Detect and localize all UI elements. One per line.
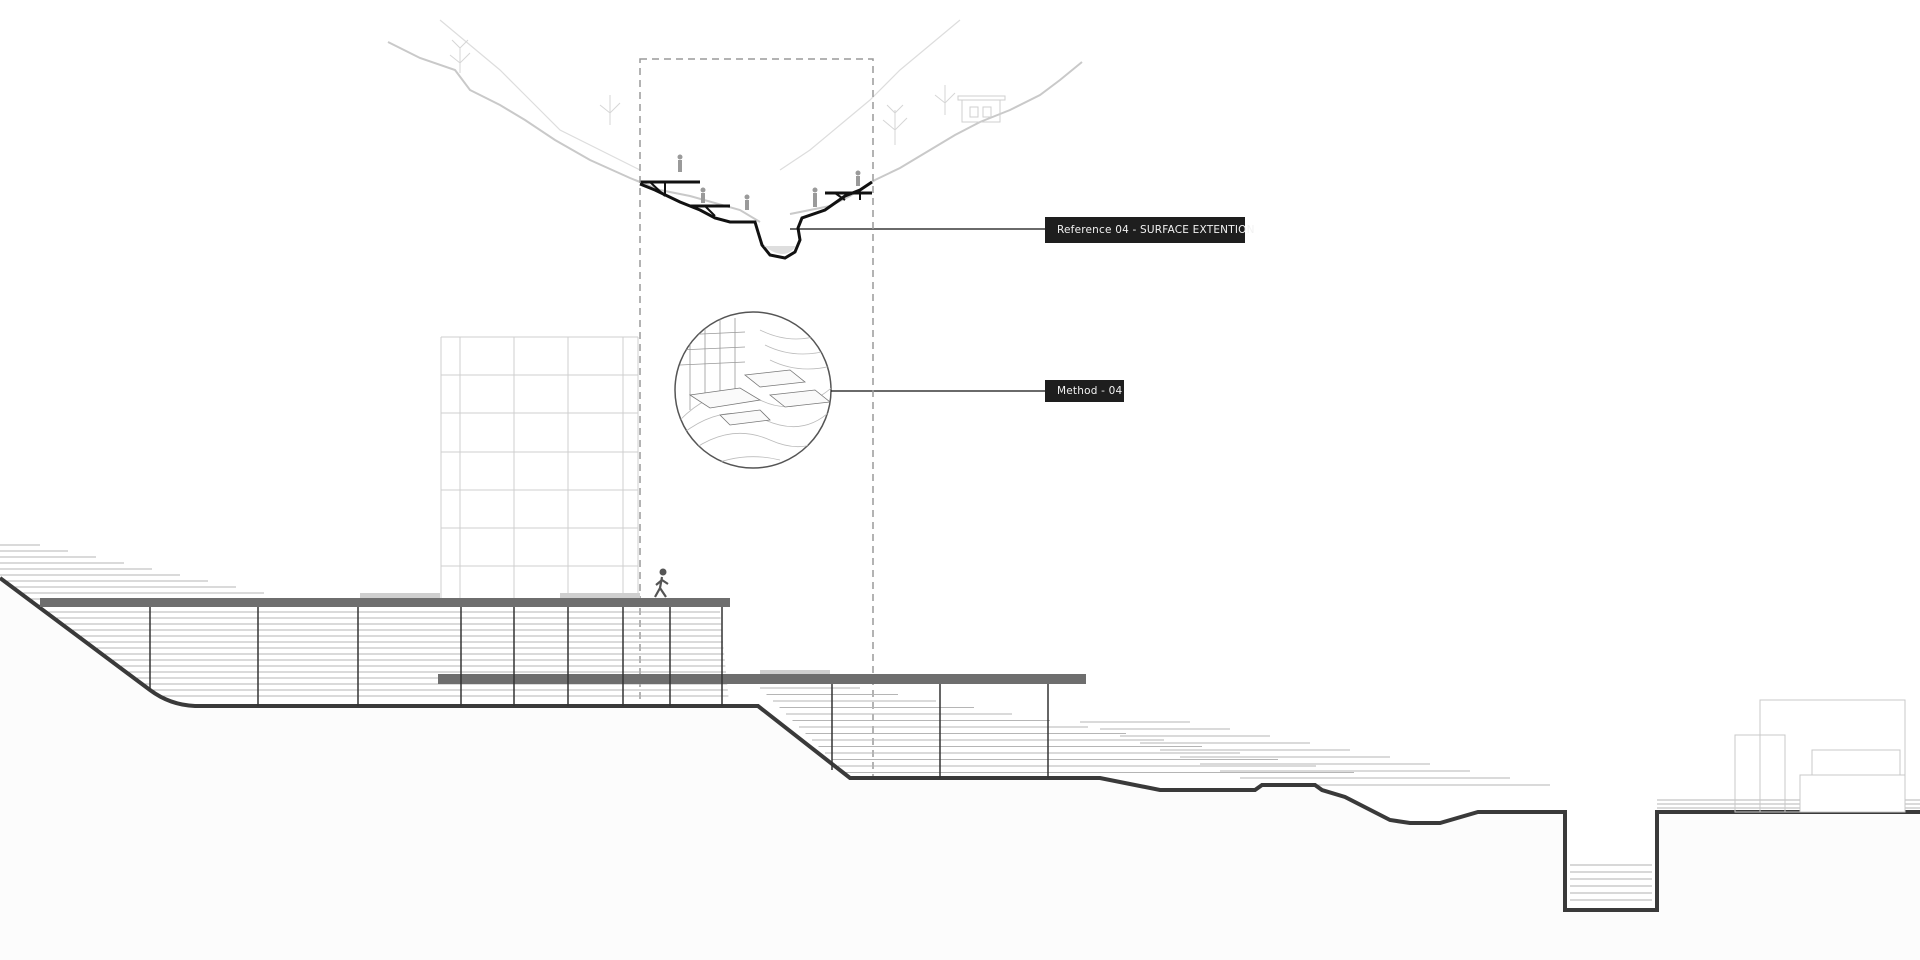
tree-icon <box>449 39 956 145</box>
house-icon <box>957 95 1006 123</box>
canyon-sketch <box>387 19 1083 260</box>
method-circle-vignette <box>674 311 832 469</box>
right-building <box>1734 699 1906 813</box>
canyon-water <box>764 246 796 254</box>
ground-fill <box>0 578 1920 960</box>
terrace-strut <box>649 181 861 217</box>
walking-person-icon <box>654 568 669 598</box>
reference-label-text: Reference 04 - SURFACE EXTENTION <box>1057 224 1255 236</box>
columns <box>149 607 1049 778</box>
canyon-right-slope <box>789 61 1083 215</box>
ground-section-line <box>0 576 1920 912</box>
canyon-right-contour <box>779 19 961 171</box>
canyon-left-slope <box>387 41 761 223</box>
method-label: Method - 04 <box>1045 380 1124 402</box>
method-label-text: Method - 04 <box>1057 385 1123 397</box>
terrace-hatching <box>0 544 1920 809</box>
upper-roof-slab <box>40 598 730 607</box>
channel-steps <box>1570 864 1652 901</box>
canyon-left-contour <box>439 19 641 171</box>
tower-grid <box>440 336 639 600</box>
canyon-section-line <box>639 180 873 260</box>
lower-roof-slab <box>438 674 1086 684</box>
person-icon <box>677 154 861 210</box>
roof-edge-details <box>360 593 830 674</box>
reference-label: Reference 04 - SURFACE EXTENTION <box>1045 217 1254 243</box>
